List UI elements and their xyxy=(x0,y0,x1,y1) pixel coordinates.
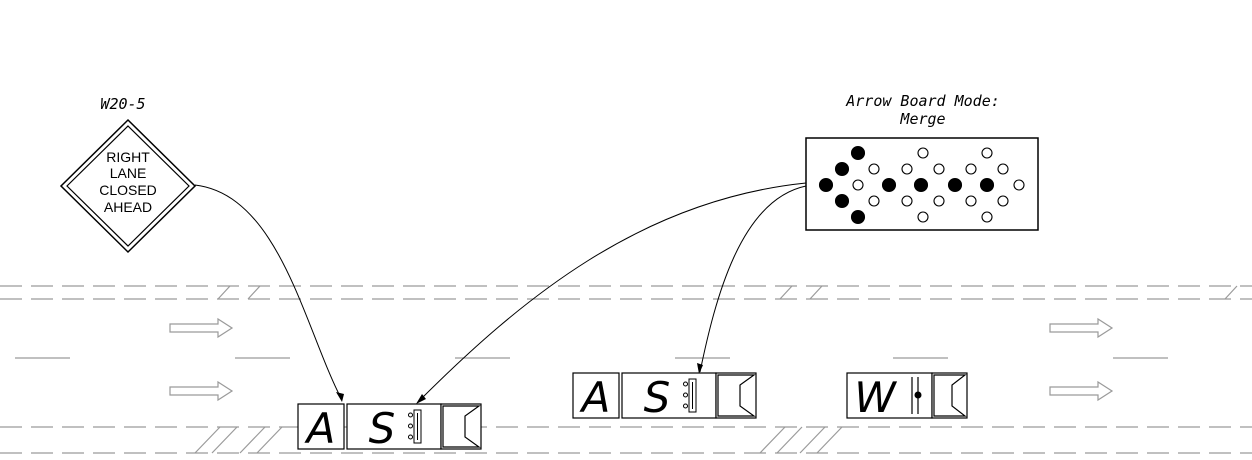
lower-hatch-marks xyxy=(194,426,843,454)
arrow-right-icon xyxy=(1049,380,1114,402)
warning-sign: W20-5 RIGHT LANE CLOSED AHEAD xyxy=(59,95,197,254)
work-vehicle: W xyxy=(846,372,968,422)
upper-hatch-marks xyxy=(217,285,1238,300)
lamp-on xyxy=(850,145,866,161)
vehicle-label-s: S xyxy=(369,404,396,453)
lamp-on xyxy=(818,177,834,193)
cab xyxy=(931,372,968,419)
road xyxy=(0,285,1252,454)
arrow-right-icon xyxy=(169,380,234,402)
lamp-off xyxy=(917,211,929,223)
lamp-on xyxy=(850,209,866,225)
arrow-board: Arrow Board Mode: Merge xyxy=(805,92,1039,231)
lamp-on xyxy=(834,193,850,209)
leader-board-to-truck1 xyxy=(417,182,807,403)
arrow-right-icon xyxy=(169,317,234,339)
sign-text-line: RIGHT xyxy=(106,149,150,165)
lamp-on xyxy=(834,161,850,177)
beacon-icon xyxy=(914,391,922,399)
lamp-off xyxy=(852,179,864,191)
vehicle-label-a: A xyxy=(304,404,336,453)
sign-text-line: LANE xyxy=(110,165,147,181)
lamp-off xyxy=(997,163,1009,175)
lamp-off xyxy=(1013,179,1025,191)
lamp-off xyxy=(901,163,913,175)
trailer-a xyxy=(572,372,620,419)
lamp-on xyxy=(947,177,963,193)
truck-2: A S xyxy=(572,372,757,422)
arrow-board-icon xyxy=(683,378,697,413)
lamp-off xyxy=(981,211,993,223)
arrow-board-caption-line1: Arrow Board Mode: xyxy=(845,92,1000,110)
lamp-off xyxy=(901,195,913,207)
trailer-s xyxy=(621,372,717,419)
trailer-s xyxy=(346,403,442,450)
lamp-off xyxy=(965,195,977,207)
lamp-off xyxy=(868,163,880,175)
leader-lines xyxy=(194,182,807,404)
arrow-right-icon xyxy=(1049,317,1114,339)
leader-sign-to-truck1 xyxy=(194,184,343,401)
trailer-a xyxy=(297,403,345,450)
lower-double-dashed-lines xyxy=(0,426,1252,454)
arrow-board-lamps xyxy=(818,145,1025,225)
vehicle-label-w: W xyxy=(854,373,897,422)
cab xyxy=(440,403,482,450)
vehicle-label-s: S xyxy=(644,373,671,422)
cab xyxy=(715,372,757,419)
lamp-off xyxy=(933,163,945,175)
sign-code: W20-5 xyxy=(100,95,145,113)
lamp-off xyxy=(981,147,993,159)
upper-double-dashed-lines xyxy=(0,285,1252,300)
lamp-off xyxy=(965,163,977,175)
truck-1: A S xyxy=(297,403,482,453)
arrow-board-icon xyxy=(408,409,422,444)
lamp-off xyxy=(917,147,929,159)
lamp-off xyxy=(997,195,1009,207)
lamp-off xyxy=(868,195,880,207)
lamp-on xyxy=(913,177,929,193)
sign-text-line: CLOSED xyxy=(99,182,157,198)
lamp-on xyxy=(979,177,995,193)
vehicle-label-a: A xyxy=(579,373,611,422)
lamp-on xyxy=(881,177,897,193)
lamp-off xyxy=(933,195,945,207)
sign-text-line: AHEAD xyxy=(104,199,152,215)
traffic-direction-arrows xyxy=(169,317,1114,402)
arrow-board-caption-line2: Merge xyxy=(899,110,945,128)
leader-board-to-truck2 xyxy=(699,185,807,373)
